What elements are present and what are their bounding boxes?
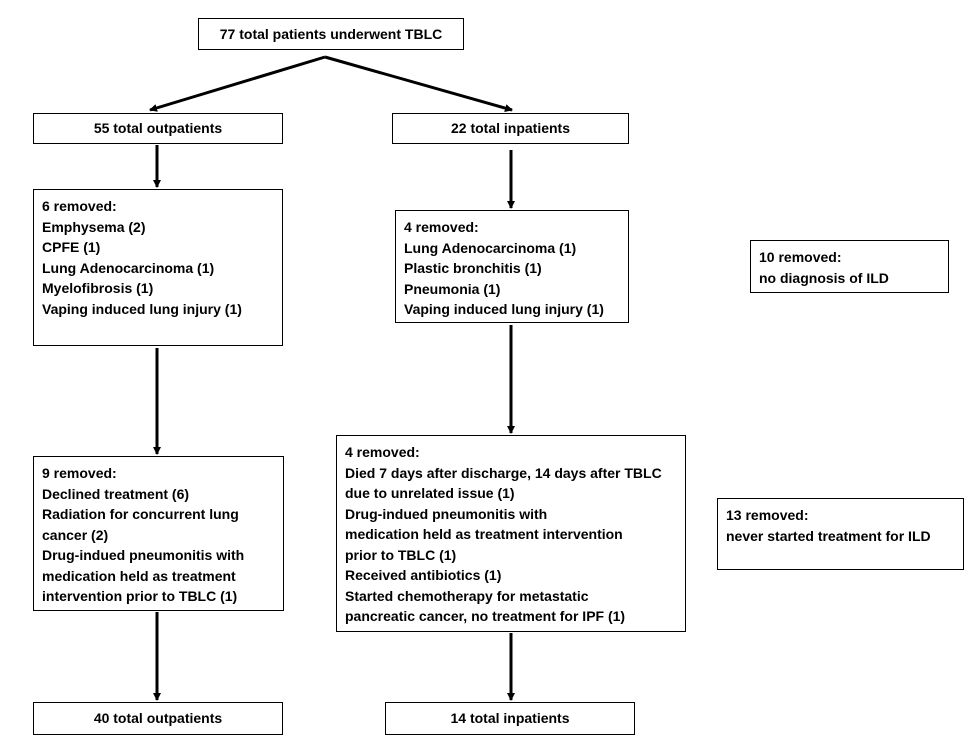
removal-item: Vaping induced lung injury (1) xyxy=(42,300,242,317)
removal-title: 4 removed: xyxy=(404,219,479,235)
removal-item: Lung Adenocarcinoma (1) xyxy=(42,259,215,276)
side-note-title: 13 removed: xyxy=(726,507,809,523)
removal-title: 4 removed: xyxy=(345,444,420,460)
removal-title: 6 removed: xyxy=(42,198,117,214)
total-patients-label: 77 total patients underwent TBLC xyxy=(219,25,443,42)
removal-item: CPFE (1) xyxy=(42,239,101,255)
removal-item: Lung Adenocarcinoma (1) xyxy=(404,239,577,256)
removal-line: prior to TBLC (1) xyxy=(345,546,457,563)
removal-line: Received antibiotics (1) xyxy=(345,567,502,583)
inpatients-label: 22 total inpatients xyxy=(450,120,571,137)
outpatients-label: 55 total outpatients xyxy=(93,120,223,137)
removal-line: cancer (2) xyxy=(42,526,109,543)
removal-item: Pneumonia (1) xyxy=(404,280,501,297)
side-note-title: 10 removed: xyxy=(759,249,842,265)
removal-line: Radiation for concurrent lung xyxy=(42,506,239,522)
removal-item: Vaping induced lung injury (1) xyxy=(404,301,604,317)
removal-item: Plastic bronchitis (1) xyxy=(404,260,542,276)
removal-line: medication held as treatment xyxy=(42,567,236,584)
outpatients-removal-1-box: 6 removed: Emphysema (2) CPFE (1) Lung A… xyxy=(33,189,283,346)
outpatients-final-label: 40 total outpatients xyxy=(93,710,223,727)
inpatients-removal-2-box: 4 removed: Died 7 days after discharge, … xyxy=(336,435,686,632)
no-diagnosis-box: 10 removed: no diagnosis of ILD xyxy=(750,240,949,293)
outpatients-final-box: 40 total outpatients xyxy=(33,702,283,735)
never-started-box: 13 removed: never started treatment for … xyxy=(717,498,964,570)
removal-line: Declined treatment (6) xyxy=(42,485,190,502)
removal-line: Died 7 days after discharge, 14 days aft… xyxy=(345,464,662,481)
inpatients-final-box: 14 total inpatients xyxy=(385,702,635,735)
outpatients-removal-2-box: 9 removed: Declined treatment (6) Radiat… xyxy=(33,456,284,611)
outpatients-box: 55 total outpatients xyxy=(33,113,283,144)
side-note-text: never started treatment for ILD xyxy=(726,527,931,544)
removal-item: Emphysema (2) xyxy=(42,218,146,235)
arrow-top-to-outpatients xyxy=(149,55,326,112)
removal-item: Myelofibrosis (1) xyxy=(42,280,154,296)
removal-title: 9 removed: xyxy=(42,465,117,481)
removal-line: due to unrelated issue (1) xyxy=(345,485,515,501)
removal-line: Drug-indued pneumonitis with xyxy=(42,547,245,563)
removal-line: Drug-indued pneumonitis with xyxy=(345,505,548,522)
arrow-top-to-inpatients xyxy=(324,55,513,112)
side-note-text: no diagnosis of ILD xyxy=(759,269,889,286)
removal-line: pancreatic cancer, no treatment for IPF … xyxy=(345,608,626,624)
removal-line: medication held as treatment interventio… xyxy=(345,526,623,542)
inpatients-final-label: 14 total inpatients xyxy=(450,710,570,727)
inpatients-removal-1-box: 4 removed: Lung Adenocarcinoma (1) Plast… xyxy=(395,210,629,323)
removal-line: Started chemotherapy for metastatic xyxy=(345,587,589,604)
inpatients-box: 22 total inpatients xyxy=(392,113,629,144)
removal-line: intervention prior to TBLC (1) xyxy=(42,588,238,604)
total-patients-box: 77 total patients underwent TBLC xyxy=(198,18,464,50)
